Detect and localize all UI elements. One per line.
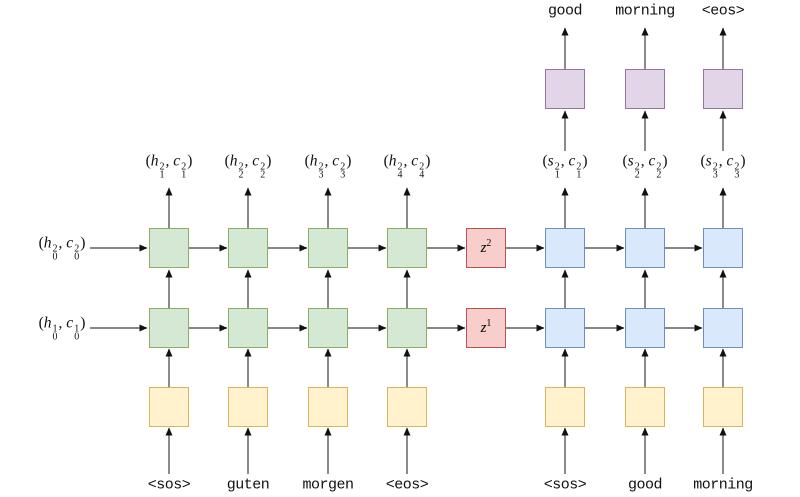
embedding-box	[149, 387, 189, 427]
decoder-cell	[625, 228, 665, 268]
encoder-cell	[149, 228, 189, 268]
output-token-label: morning	[615, 2, 675, 20]
decoder-cell	[545, 308, 585, 348]
embedding-box	[308, 387, 348, 427]
output-token-label: <eos>	[701, 2, 745, 20]
context-vector-box: z1	[466, 308, 506, 348]
decoder-input-token-label: <sos>	[543, 476, 587, 494]
embedding-box	[228, 387, 268, 427]
embedding-box	[625, 387, 665, 427]
decoder-input-token-label: morning	[693, 476, 753, 494]
encoder-cell	[308, 308, 348, 348]
encoder-cell	[149, 308, 189, 348]
embedding-box	[703, 387, 743, 427]
encoder-cell	[228, 308, 268, 348]
input-token-label: guten	[226, 476, 270, 494]
decoder-cell	[625, 308, 665, 348]
input-token-label: <sos>	[147, 476, 191, 494]
context-vector-box: z2	[466, 228, 506, 268]
input-token-label: <eos>	[385, 476, 429, 494]
decoder-cell	[703, 308, 743, 348]
input-token-label: morgen	[302, 476, 354, 494]
encoder-cell	[387, 228, 427, 268]
context-vector-box-label: z2	[480, 237, 492, 256]
context-vector-box-label: z1	[480, 317, 492, 336]
decoder-cell	[545, 228, 585, 268]
embedding-box	[387, 387, 427, 427]
output-projection-box	[545, 69, 585, 109]
decoder-input-token-label: good	[627, 476, 663, 494]
encoder-cell	[228, 228, 268, 268]
encoder-cell	[308, 228, 348, 268]
output-token-label: good	[547, 2, 583, 20]
encoder-cell	[387, 308, 427, 348]
embedding-box	[545, 387, 585, 427]
decoder-cell	[703, 228, 743, 268]
output-projection-box	[703, 69, 743, 109]
output-projection-box	[625, 69, 665, 109]
